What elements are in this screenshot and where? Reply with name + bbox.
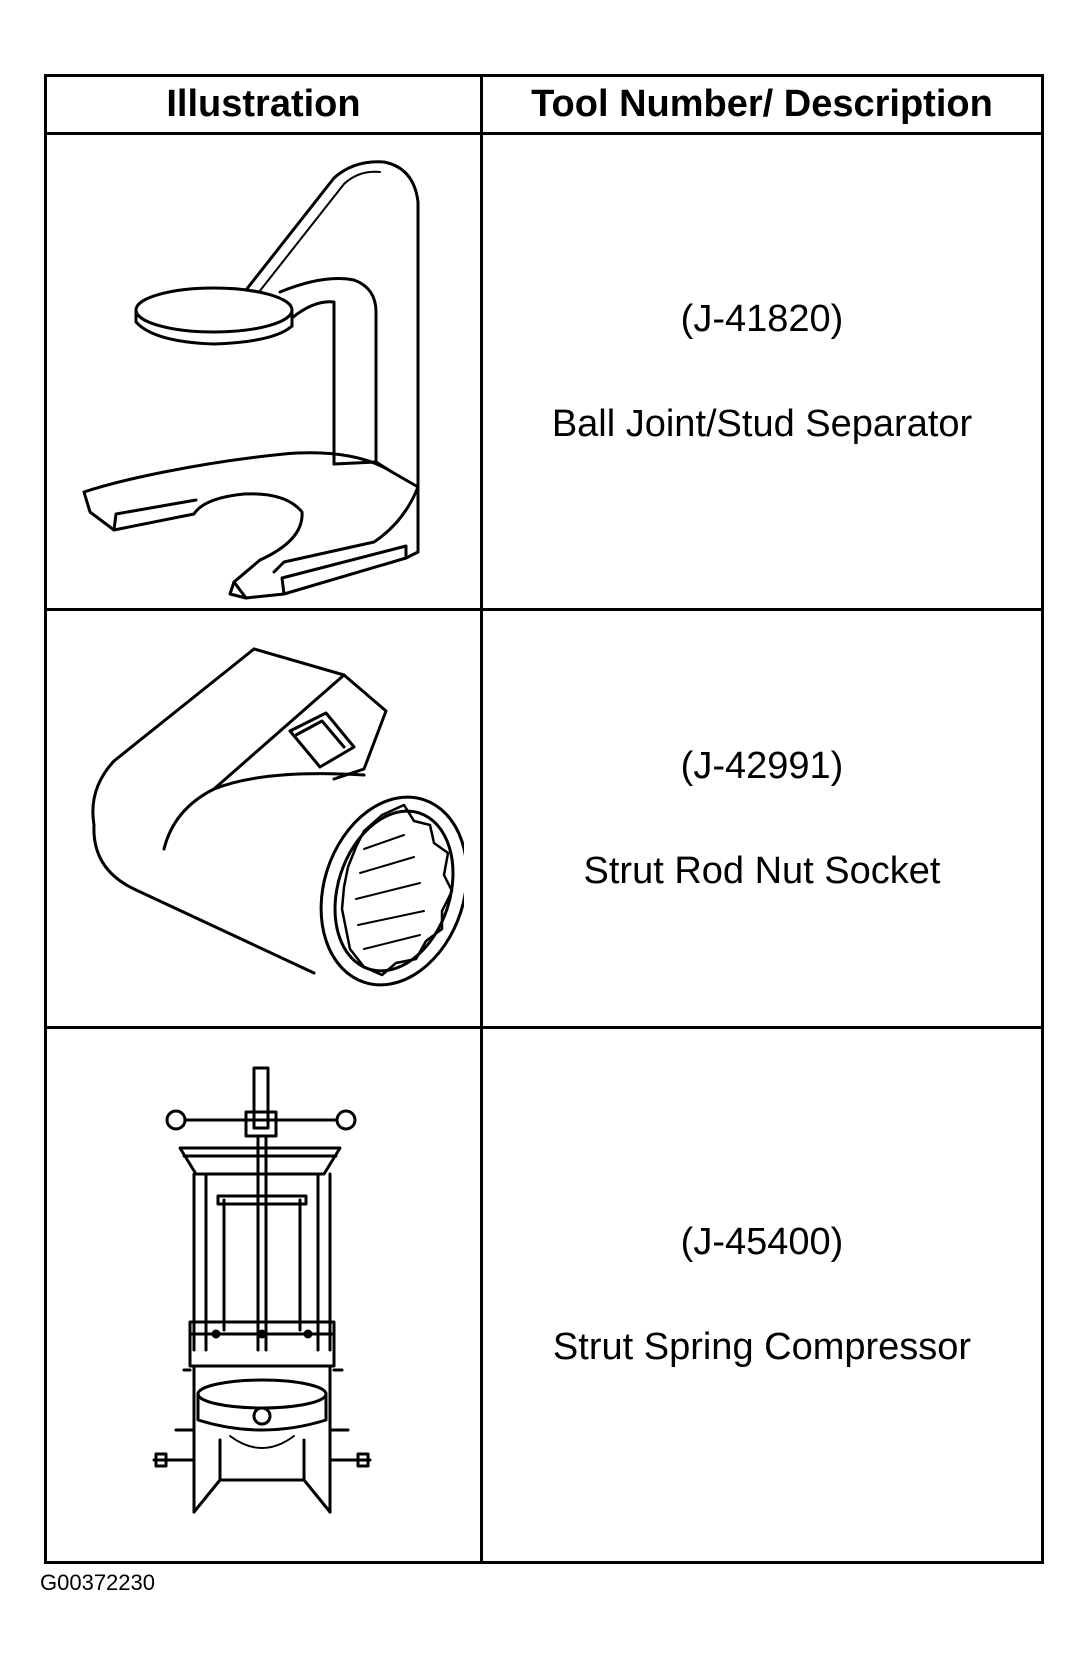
tool-number: (J-42991) <box>680 744 844 787</box>
table-row: (J-45400) Strut Spring Compressor <box>47 1029 1041 1561</box>
strut-rod-nut-socket-icon <box>90 647 464 986</box>
header-tool-description: Tool Number/ Description <box>531 83 993 125</box>
tool-description: Strut Rod Nut Socket <box>583 849 941 892</box>
description-cell: (J-41820) Ball Joint/Stud Separator <box>483 135 1041 608</box>
strut-spring-compressor-icon <box>152 1066 371 1514</box>
ball-joint-separator-icon <box>82 159 419 599</box>
illustration-cell <box>47 135 483 608</box>
description-cell: (J-45400) Strut Spring Compressor <box>483 1029 1041 1561</box>
tool-table: Illustration Tool Number/ Description <box>44 74 1044 1564</box>
header-illustration: Illustration <box>47 77 483 132</box>
tool-description: Strut Spring Compressor <box>552 1326 972 1368</box>
tool-description: Ball Joint/Stud Separator <box>551 402 973 445</box>
illustration-cell <box>47 611 483 1026</box>
illustration-cell <box>47 1029 483 1561</box>
tool-number: (J-41820) <box>680 297 844 340</box>
tool-number: (J-45400) <box>680 1221 844 1263</box>
figure-code: G00372230 <box>40 1570 155 1595</box>
table-row: (J-42991) Strut Rod Nut Socket <box>47 611 1041 1029</box>
table-row: (J-41820) Ball Joint/Stud Separator <box>47 135 1041 611</box>
description-cell: (J-42991) Strut Rod Nut Socket <box>483 611 1041 1026</box>
table-header-row: Illustration Tool Number/ Description <box>47 77 1041 135</box>
